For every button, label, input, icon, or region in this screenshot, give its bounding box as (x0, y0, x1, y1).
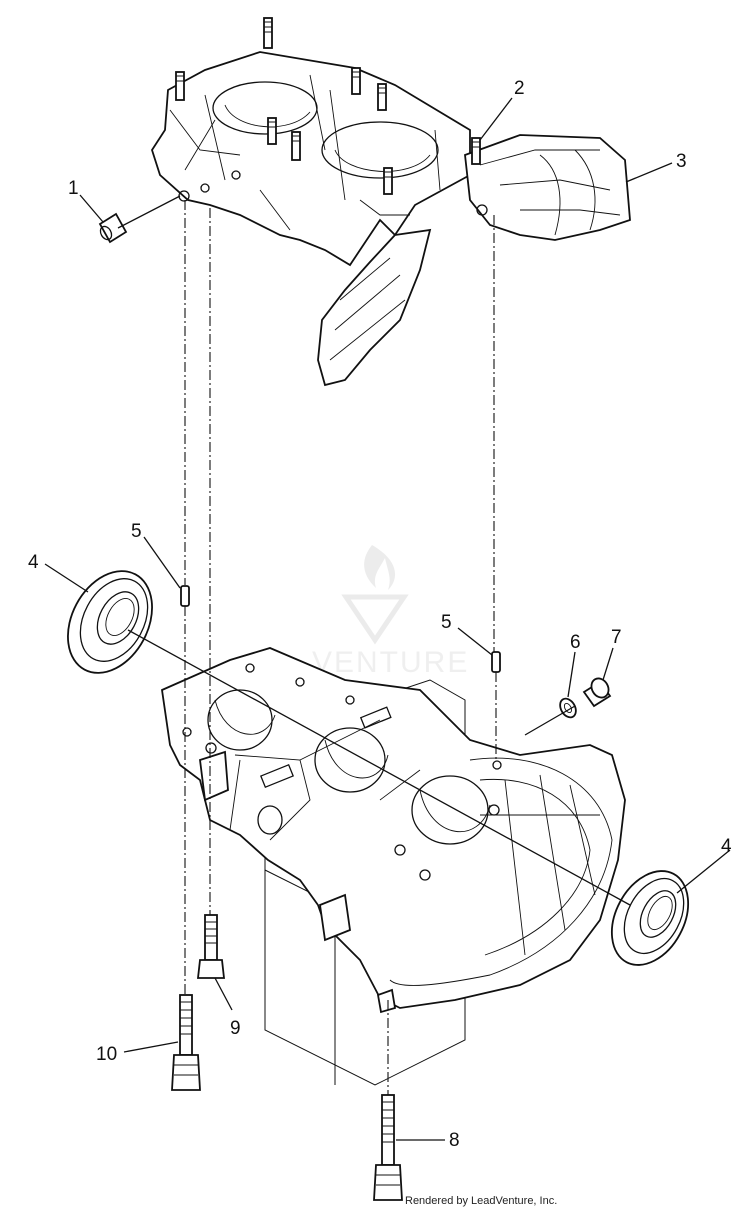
leader-lines (44, 97, 731, 1141)
callout-6: 6 (570, 632, 581, 653)
dowel-pin-item-1 (98, 212, 128, 244)
callout-8: 8 (449, 1130, 460, 1151)
assembly-lines (117, 195, 631, 1095)
dowel-item-5-left (180, 585, 190, 607)
bolt-item-9 (196, 914, 226, 979)
bolt-item-8 (373, 1094, 403, 1201)
callout-4-left: 4 (28, 552, 39, 573)
dowel-item-5-right (491, 651, 501, 673)
watermark-logo: VENTURE (312, 545, 469, 679)
callout-2: 2 (514, 78, 525, 99)
lower-crankcase (161, 647, 626, 1086)
bolt-item-10 (171, 994, 201, 1091)
callout-5-left: 5 (131, 521, 142, 542)
plug-item-7 (582, 677, 612, 708)
callout-4-right: 4 (721, 836, 732, 857)
upper-studs (175, 17, 481, 195)
washer-item-6 (559, 697, 577, 719)
watermark-text: VENTURE (312, 646, 469, 679)
callout-9: 9 (230, 1018, 241, 1039)
callout-labels: 1 2 3 4 4 5 5 6 7 8 9 10 (28, 78, 732, 1151)
callout-5-right: 5 (441, 612, 452, 633)
crank-seal-item-4-right (610, 870, 690, 966)
callout-7: 7 (611, 627, 622, 648)
callout-3: 3 (676, 151, 687, 172)
render-credit: Rendered by LeadVenture, Inc. (405, 1195, 557, 1207)
callout-10: 10 (96, 1044, 117, 1065)
callout-1: 1 (68, 178, 79, 199)
crank-seal-item-4-left (67, 570, 153, 674)
upper-crankcase (151, 17, 631, 387)
